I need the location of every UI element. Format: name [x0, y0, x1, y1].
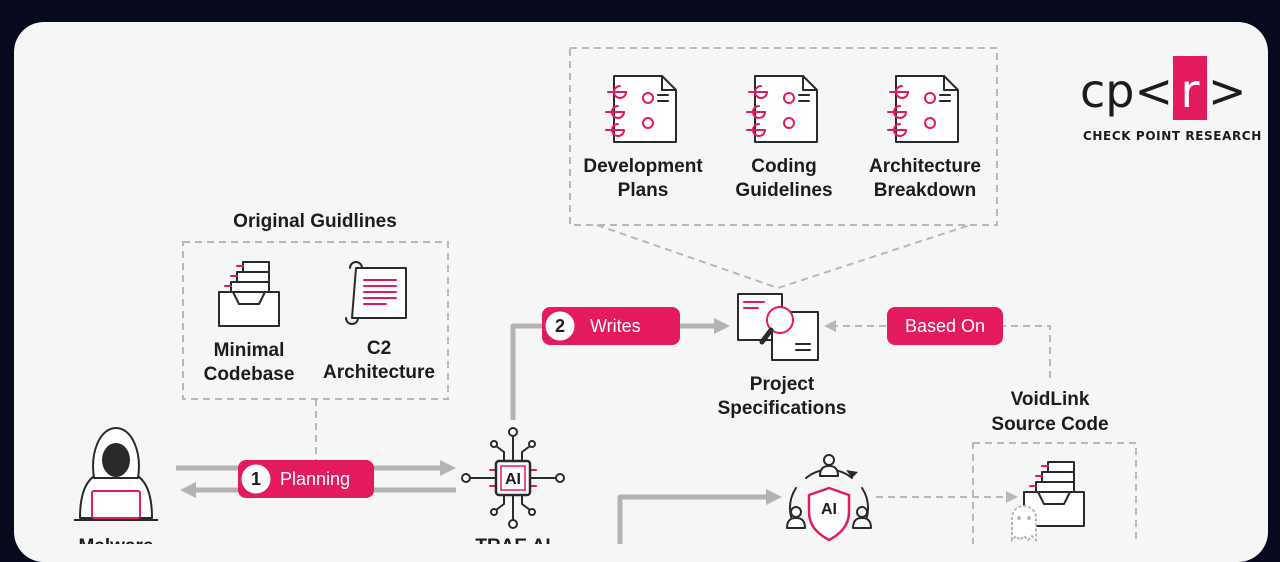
logo-mark-right: >: [1208, 64, 1247, 118]
step-planning-label: Planning: [280, 469, 350, 489]
ai-team-node: AI: [786, 454, 872, 542]
development-plans-label-2: Plans: [618, 180, 669, 201]
ghost-icon: [1011, 505, 1037, 543]
architecture-breakdown-label-1: Architecture: [869, 156, 981, 177]
c2-architecture-label-1: C2: [367, 338, 391, 359]
malware-author-label: Malware: [79, 536, 154, 544]
coding-guidelines-label-1: Coding: [751, 156, 816, 177]
minimal-codebase-label-2: Codebase: [204, 364, 295, 385]
step-planning: 1 Planning: [238, 460, 374, 498]
voidlink-title-2: Source Code: [991, 414, 1108, 435]
document-icon: [746, 75, 818, 143]
documents-callout-pointer: [596, 224, 971, 290]
shield-icon: [807, 486, 851, 542]
project-specifications-label-1: Project: [750, 374, 815, 395]
step-writes-number: 2: [555, 316, 565, 336]
coding-guidelines-doc: Coding Guidelines: [735, 75, 833, 201]
minimal-codebase-item: Minimal Codebase: [204, 261, 295, 385]
step-planning-number: 1: [251, 469, 261, 489]
team-to-source-arrow: [876, 491, 1018, 503]
step-writes: 2 Writes: [542, 307, 680, 345]
file-stack-icon: [218, 261, 280, 327]
voidlink-title-1: VoidLink: [1011, 389, 1090, 410]
original-guidelines-title: Original Guidlines: [233, 211, 397, 232]
logo-subtitle: CHECK POINT RESEARCH: [1083, 129, 1262, 143]
c2-architecture-item: C2 Architecture: [323, 261, 435, 383]
architecture-breakdown-doc: Architecture Breakdown: [869, 75, 981, 201]
magnifier-document-icon: [737, 293, 819, 361]
logo-mark-r: r: [1181, 64, 1200, 118]
project-specifications-node: Project Specifications: [718, 293, 847, 419]
hooded-hacker-icon: [74, 427, 158, 521]
step-based-on: Based On: [887, 307, 1003, 345]
stage: cp< r > CHECK POINT RESEARCH Development…: [14, 22, 1268, 562]
check-point-research-logo: cp< r > CHECK POINT RESEARCH: [1080, 56, 1262, 143]
ai-team-chip-text: AI: [821, 501, 837, 518]
minimal-codebase-label-1: Minimal: [214, 340, 285, 361]
voidlink-source-node: VoidLink Source Code: [991, 389, 1109, 543]
scroll-icon: [345, 261, 407, 325]
step-writes-label: Writes: [590, 316, 641, 336]
build-arrow: [617, 489, 782, 544]
architecture-breakdown-label-2: Breakdown: [874, 180, 976, 201]
document-icon: [605, 75, 677, 143]
logo-mark-left: cp<: [1080, 64, 1173, 118]
logo-mark-box: [1173, 56, 1207, 120]
coding-guidelines-label-2: Guidelines: [735, 180, 832, 201]
voidlink-source-box: [972, 442, 1137, 544]
trae-ai-label: TRAE AI: [475, 536, 550, 544]
documents-group-box: [569, 47, 998, 226]
project-specifications-label-2: Specifications: [718, 398, 847, 419]
ai-shield-team-icon: [786, 454, 872, 542]
c2-architecture-label-2: Architecture: [323, 362, 435, 383]
diagram-canvas: cp< r > CHECK POINT RESEARCH Development…: [74, 47, 1262, 544]
step-based-on-label: Based On: [905, 316, 985, 336]
malware-author-node: Malware: [74, 427, 158, 544]
development-plans-doc: Development Plans: [583, 75, 703, 201]
ai-chip-icon: [461, 427, 565, 529]
trae-ai-chip-text: AI: [505, 471, 521, 488]
document-icon: [887, 75, 959, 143]
trae-ai-node: AI TRAE AI: [461, 427, 565, 544]
development-plans-label-1: Development: [583, 156, 703, 177]
